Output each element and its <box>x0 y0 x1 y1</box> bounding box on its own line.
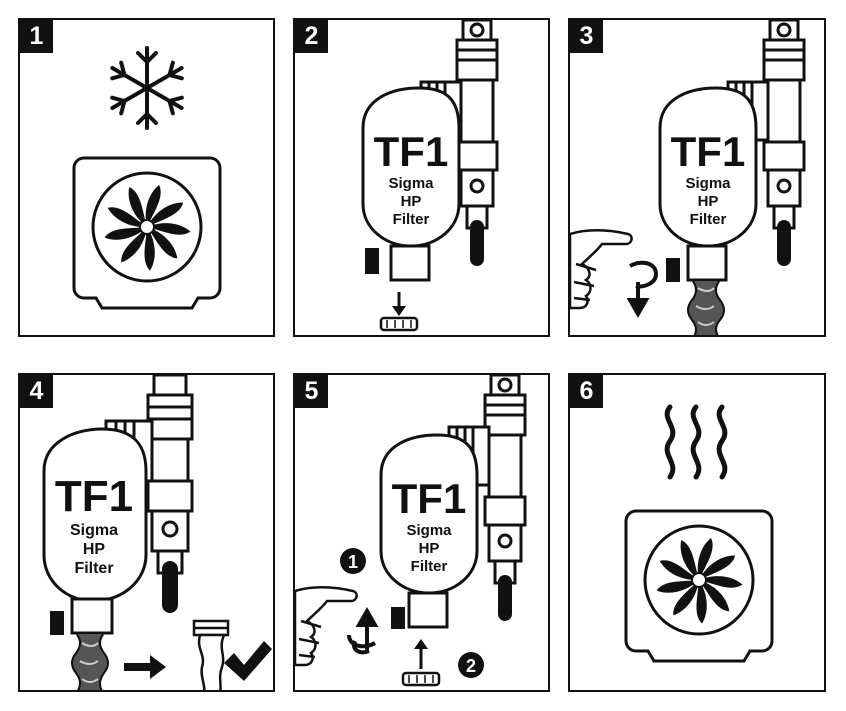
callout-2-label: 2 <box>466 656 476 676</box>
sludge-stream <box>687 279 725 335</box>
product-line-3: Filter <box>393 211 430 228</box>
pipe-assembly <box>104 375 194 575</box>
rotate-arrow-icon <box>347 606 379 655</box>
product-name: TF1 <box>671 128 746 175</box>
product-line-1: Sigma <box>406 522 452 539</box>
step-number: 4 <box>20 375 53 408</box>
product-line-1: Sigma <box>388 175 434 192</box>
drain-cap <box>379 316 419 332</box>
callout-1-label: 1 <box>348 552 358 572</box>
sludge-stream <box>71 632 109 690</box>
step-3-panel: 3 TF1 Sigma HP Filter <box>568 18 826 337</box>
product-line-1: Sigma <box>70 522 118 539</box>
arrow-down-icon <box>392 292 406 316</box>
clean-mesh-icon <box>192 619 230 690</box>
product-line-1: Sigma <box>685 175 731 192</box>
heat-pump-unit-icon <box>624 509 774 663</box>
filter-body: TF1 Sigma HP Filter <box>361 86 461 282</box>
filter-body: TF1 Sigma HP Filter <box>658 86 758 282</box>
checkmark-icon <box>224 641 272 681</box>
product-line-2: HP <box>83 541 106 558</box>
snowflake-icon <box>105 46 189 130</box>
filter-body: TF1 Sigma HP Filter <box>379 433 479 629</box>
step-number: 5 <box>295 375 328 408</box>
step-number: 1 <box>20 20 53 53</box>
step-4-panel: 4 TF1 Sigma HP Filter <box>18 373 275 692</box>
product-line-3: Filter <box>690 211 727 228</box>
heat-waves-icon <box>664 404 728 480</box>
product-line-2: HP <box>698 193 719 210</box>
product-name: TF1 <box>392 475 467 522</box>
product-line-3: Filter <box>74 560 113 577</box>
filter-body: TF1 Sigma HP Filter <box>42 427 148 635</box>
callout-2: 2 <box>458 652 484 678</box>
step-1-panel: 1 <box>18 18 275 337</box>
callout-1: 1 <box>340 548 366 574</box>
product-name: TF1 <box>55 472 133 521</box>
step-number: 6 <box>570 375 603 408</box>
product-name: TF1 <box>374 128 449 175</box>
hand-icon <box>295 586 358 667</box>
heat-pump-unit-icon <box>72 156 222 310</box>
hand-icon <box>570 229 633 310</box>
product-line-2: HP <box>401 193 422 210</box>
step-2-panel: 2 TF1 Sigma HP Filter <box>293 18 550 337</box>
arrow-right-icon <box>124 655 166 679</box>
product-line-3: Filter <box>411 558 448 575</box>
drain-cap <box>401 671 441 687</box>
arrow-up-icon <box>414 639 428 669</box>
step-number: 2 <box>295 20 328 53</box>
product-line-2: HP <box>419 540 440 557</box>
step-5-panel: 5 TF1 Sigma HP Filter 1 <box>293 373 550 692</box>
step-number: 3 <box>570 20 603 53</box>
step-6-panel: 6 <box>568 373 826 692</box>
rotate-arrow-icon <box>626 260 659 319</box>
